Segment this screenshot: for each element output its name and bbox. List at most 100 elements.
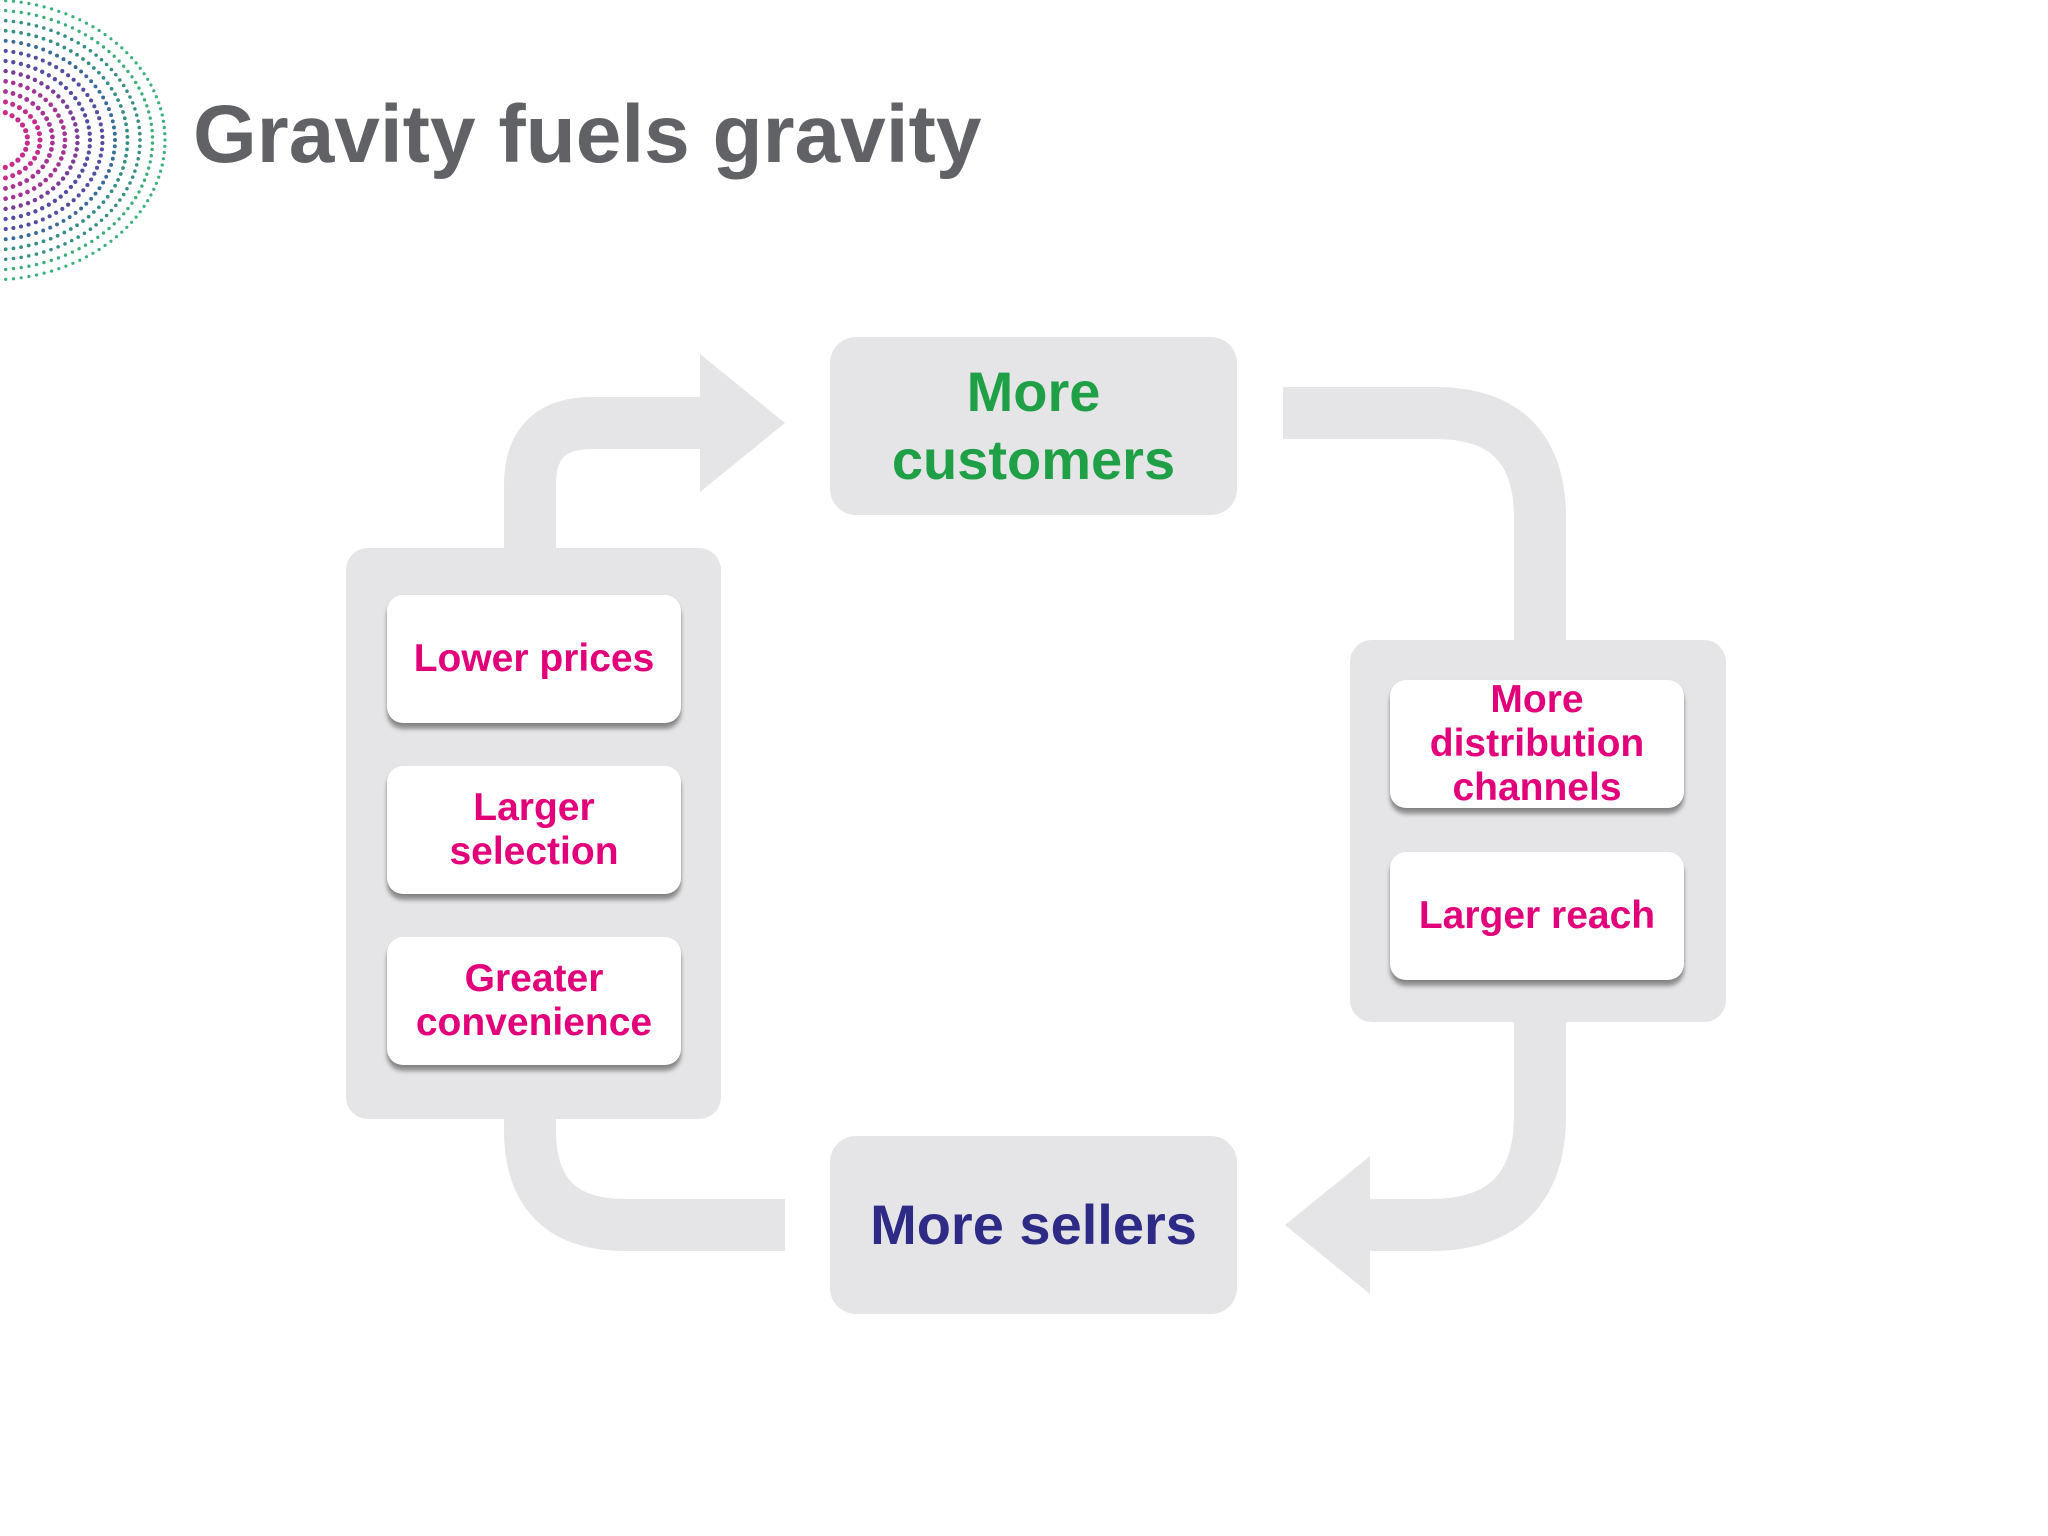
logo-dot bbox=[24, 134, 30, 140]
logo-dot bbox=[79, 69, 84, 74]
logo-dot bbox=[39, 81, 44, 86]
benefit-label: Larger reach bbox=[1418, 894, 1656, 937]
logo-dot bbox=[99, 128, 104, 133]
logo-dot bbox=[98, 122, 103, 127]
logo-dot bbox=[134, 195, 138, 200]
logo-dot bbox=[42, 260, 46, 265]
logo-dot bbox=[121, 166, 125, 170]
logo-dot bbox=[90, 36, 94, 41]
logo-dot bbox=[100, 141, 105, 146]
logo-dot bbox=[33, 209, 38, 214]
benefit-card-larger-selection: Larger selection bbox=[387, 766, 681, 894]
logo-dot bbox=[3, 216, 8, 222]
logo-dot bbox=[35, 105, 41, 111]
logo-dot bbox=[150, 141, 155, 145]
logo-dot bbox=[92, 210, 96, 214]
logo-dot bbox=[157, 101, 161, 105]
logo-dot bbox=[56, 94, 61, 99]
logo-dot bbox=[86, 150, 91, 155]
logo-dot bbox=[49, 258, 53, 263]
logo-dot bbox=[69, 238, 74, 243]
logo-dot bbox=[138, 144, 142, 149]
logo-dot bbox=[154, 181, 158, 185]
logo-dot bbox=[114, 41, 119, 45]
logo-dot bbox=[97, 89, 102, 94]
logo-dot bbox=[71, 15, 75, 19]
logo-dot bbox=[122, 116, 127, 121]
logo-dot bbox=[96, 41, 100, 45]
logo-dot bbox=[56, 20, 61, 24]
logo-dot bbox=[88, 227, 93, 231]
logo-dot bbox=[18, 51, 24, 56]
logo-dot bbox=[19, 276, 23, 280]
logo-dot bbox=[87, 144, 92, 149]
logo-dot bbox=[74, 147, 79, 152]
logo-dot bbox=[35, 3, 39, 7]
logo-dot bbox=[11, 266, 16, 271]
logo-dot bbox=[10, 184, 16, 189]
logo-dot bbox=[4, 8, 8, 13]
logo-dot bbox=[77, 247, 81, 251]
logo-dot bbox=[33, 66, 38, 71]
logo-dot bbox=[11, 39, 16, 44]
logo-dot bbox=[68, 110, 73, 115]
logo-dot bbox=[60, 69, 65, 74]
logo-dot bbox=[97, 116, 102, 121]
benefit-label: Larger selection bbox=[449, 786, 619, 873]
node-more-sellers-label: More sellers bbox=[870, 1193, 1197, 1256]
logo-dot bbox=[148, 160, 152, 164]
logo-dot bbox=[64, 12, 68, 16]
logo-dot bbox=[96, 235, 100, 239]
logo-dot bbox=[4, 277, 8, 281]
logo-dot bbox=[80, 107, 85, 112]
logo-dot bbox=[76, 174, 82, 179]
logo-dot bbox=[4, 0, 8, 3]
logo-dot bbox=[159, 107, 163, 111]
logo-dot bbox=[137, 150, 141, 155]
logo-dot bbox=[130, 201, 134, 205]
logo-dot bbox=[91, 251, 95, 255]
logo-dot bbox=[134, 163, 139, 167]
logo-dot bbox=[154, 95, 158, 99]
logo-dot bbox=[138, 138, 142, 142]
logo-dot bbox=[64, 170, 70, 176]
logo-dot bbox=[146, 199, 150, 203]
logo-dot bbox=[63, 23, 68, 27]
logo-dot bbox=[19, 10, 23, 15]
logo-dot bbox=[3, 38, 8, 43]
logo-dot bbox=[16, 169, 22, 175]
logo-dot bbox=[93, 191, 98, 196]
logo-dot bbox=[49, 17, 53, 22]
logo-dot bbox=[89, 98, 94, 103]
logo-dot bbox=[73, 96, 78, 101]
logo-dot bbox=[30, 173, 36, 179]
logo-dot bbox=[27, 264, 31, 268]
logo-dot bbox=[11, 29, 16, 34]
logo-dot bbox=[109, 239, 113, 243]
logo-dot bbox=[61, 57, 66, 62]
logo-dot bbox=[32, 77, 38, 83]
logo-dot bbox=[31, 89, 37, 94]
logo-dot bbox=[116, 98, 120, 102]
logo-dot bbox=[42, 26, 46, 30]
logo-dot bbox=[104, 62, 109, 67]
logo-dot bbox=[11, 49, 16, 55]
logo-dot bbox=[134, 80, 138, 85]
arrow-right-to-sellers bbox=[1370, 1015, 1566, 1251]
logo-dot bbox=[34, 231, 38, 235]
arrow-customers-to-right bbox=[1283, 387, 1566, 650]
logo-dot bbox=[71, 261, 75, 265]
logo-dot bbox=[48, 225, 53, 230]
logo-dot bbox=[162, 125, 166, 130]
logo-dot bbox=[63, 242, 67, 246]
logo-dot bbox=[48, 128, 54, 134]
logo-dot bbox=[109, 86, 114, 91]
logo-dot bbox=[35, 125, 41, 131]
logo-dot bbox=[103, 243, 107, 247]
logo-dot bbox=[56, 113, 61, 118]
logo-dot bbox=[48, 172, 54, 178]
logo-dot bbox=[128, 181, 132, 185]
logo-dot bbox=[3, 185, 8, 191]
logo-dot bbox=[56, 256, 61, 260]
logo-dot bbox=[50, 89, 56, 94]
